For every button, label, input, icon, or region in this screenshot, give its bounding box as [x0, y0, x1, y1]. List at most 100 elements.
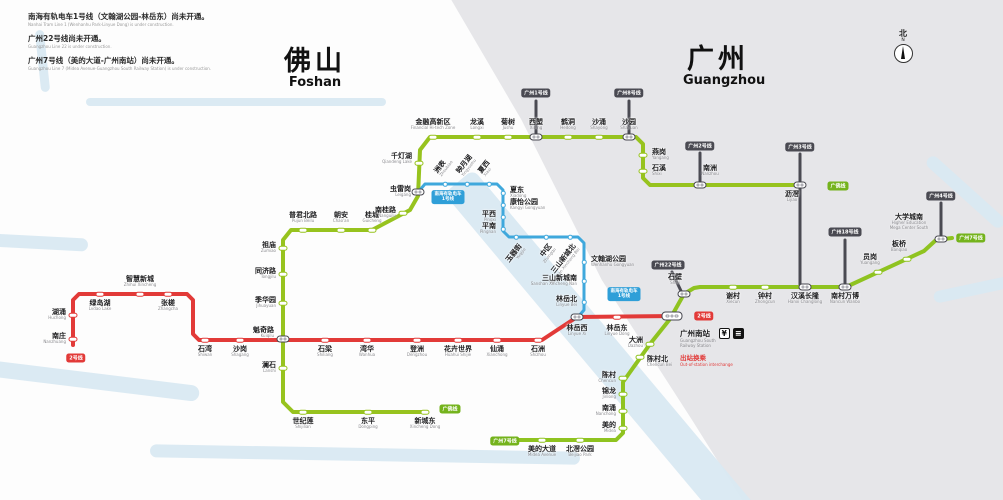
line-badge-2: 广州2号线: [685, 141, 715, 151]
station-sanshan-xincheng-nan: [581, 278, 587, 284]
line-badge-2: 2号线: [694, 311, 714, 321]
note-line22-zh: 广州22号线尚未开通。: [28, 33, 106, 43]
line-badge-1: 南海有轨电车 1号线: [431, 190, 465, 204]
station-linyue-dong: [612, 314, 622, 320]
interchange-dot-icon: [674, 314, 679, 318]
station-longxi: [472, 134, 482, 140]
station-zhoubiao: [442, 181, 448, 187]
station-shixi: [638, 168, 648, 174]
line-badge-2: 2号线: [66, 353, 86, 363]
river-shape-2: [86, 98, 386, 106]
station-lanshi: [278, 365, 288, 371]
gz-south-transfer-note-zh: 出站换乘: [680, 353, 706, 362]
station-guicheng: [367, 227, 377, 233]
line-gz-line22-link: [670, 270, 684, 295]
interchange-dot-icon: [665, 314, 670, 318]
station-shijilian: [298, 409, 308, 415]
compass: 北 N: [893, 30, 913, 64]
note-tram-en: Nanhai Tram Line 1 (Wenhanhu Park-Linyue…: [28, 21, 174, 27]
line-badge-1: 南海有轨电车 1号线: [607, 287, 641, 301]
station-zhangcha: [163, 291, 173, 297]
station-jinlong: [618, 391, 628, 397]
interchange-dot-icon: [841, 285, 845, 289]
note-line22-en: Guangzhou Line 22 is under construction.: [28, 43, 112, 49]
interchange-dot-icon: [941, 237, 945, 241]
line-badge-: 广佛线: [827, 181, 849, 191]
station-huchong: [68, 312, 78, 318]
gz-metro-logo-icon: ¥: [718, 328, 730, 339]
interchange-dot-icon: [801, 285, 805, 289]
station-dazhou: [645, 341, 655, 347]
station-shiliang: [320, 337, 330, 343]
station-midea-avenue: [537, 437, 547, 443]
note-line22: 广州22号线尚未开通。 Guangzhou Line 22 is under c…: [28, 34, 211, 49]
note-tram: 南海有轨电车1号线（文翰湖公园-林岳东）尚未开通。 Nanhai Tram Li…: [28, 12, 211, 27]
line-badge-18: 广州18号线: [828, 227, 862, 237]
gz-south-label-zh: 广州南站: [680, 329, 710, 338]
station-nanchong: [618, 408, 628, 414]
station-pingnan: [500, 226, 506, 232]
station-huahui-shijie: [453, 337, 463, 343]
interchange-dot-icon: [684, 292, 688, 296]
city-title-foshan: 佛山 Foshan: [282, 48, 348, 92]
interchange-dot-icon: [573, 315, 577, 319]
interchange-dot-icon: [418, 190, 422, 194]
station-tongjilu: [278, 271, 288, 277]
station-xilang: [529, 133, 543, 141]
station-dengzhou: [412, 337, 422, 343]
compass-rose-icon: [893, 44, 913, 64]
line-badge-7: 广州7号线: [956, 233, 986, 243]
station-wanhua: [362, 337, 372, 343]
station-xiecun: [728, 284, 738, 290]
station-nanzhou: [693, 181, 707, 189]
station-zhihui-xincheng: [135, 291, 145, 297]
station-leigang: [411, 188, 425, 196]
compass-needle-icon: [901, 46, 905, 60]
note-line7-en: Guangzhou Line 7 (Midea Avenue-Guangzhou…: [28, 65, 212, 71]
station-yingyuehu: [464, 181, 470, 187]
station-shagang: [235, 337, 245, 343]
note-line7: 广州7号线（美的大道-广州南站）尚未开通。 Guangzhou Line 7 (…: [28, 56, 211, 71]
station-xianchong: [492, 337, 502, 343]
interchange-dot-icon: [536, 135, 540, 139]
compass-north-letter: N: [901, 38, 905, 43]
interchange-dot-icon: [625, 135, 629, 139]
station-yangang: [638, 152, 648, 158]
interchange-dot-icon: [937, 237, 941, 241]
station-nanzhuang: [68, 336, 78, 342]
station-yuangang: [873, 269, 883, 275]
station-qiandeng-lake: [414, 160, 424, 166]
line-guangfo: [281, 135, 804, 414]
city-title-guangzhou: 广州 Guangzhou: [683, 44, 766, 90]
guangzhou-south-station-block: 广州南站 Guangzhou South Railway Station ¥ ≡…: [680, 328, 770, 367]
station-beijiao-park: [575, 437, 585, 443]
station-shiwan: [200, 337, 210, 343]
interchange-dot-icon: [629, 135, 633, 139]
station-guangzhou-south-railway-station: [661, 311, 683, 321]
station-yuqijie: [513, 234, 519, 240]
line-foshan-line2: [71, 292, 678, 347]
station-pingxi: [500, 214, 506, 220]
interchange-dot-icon: [800, 183, 804, 187]
line-badge-1: 广州1号线: [521, 88, 551, 98]
line-badge-3: 广州3号线: [785, 142, 815, 152]
station-linyue-bei: [581, 299, 587, 305]
station-xiadong: [500, 190, 506, 196]
station-jushu: [503, 134, 513, 140]
interchange-dot-icon: [796, 183, 800, 187]
station-hanxi-changlong: [798, 283, 812, 291]
interchange-dot-icon: [680, 292, 684, 296]
interchange-dot-icon: [805, 285, 809, 289]
guangzhou-title-en: Guangzhou: [683, 73, 766, 88]
station-lijiao: [793, 181, 807, 189]
station-shayong: [594, 134, 604, 140]
station-linyue-xi: [570, 313, 584, 321]
station-hedong: [563, 134, 573, 140]
station-nanguilu: [398, 210, 408, 216]
guangzhou-title-zh: 广州: [687, 44, 749, 75]
station-lvdao-lake: [95, 291, 105, 297]
station-wenhanhu-gongyuan: [581, 259, 587, 265]
interchange-dot-icon: [700, 183, 704, 187]
station-nancun-wanbo: [838, 283, 852, 291]
station-financial-hi-tech-zone: [428, 134, 438, 140]
